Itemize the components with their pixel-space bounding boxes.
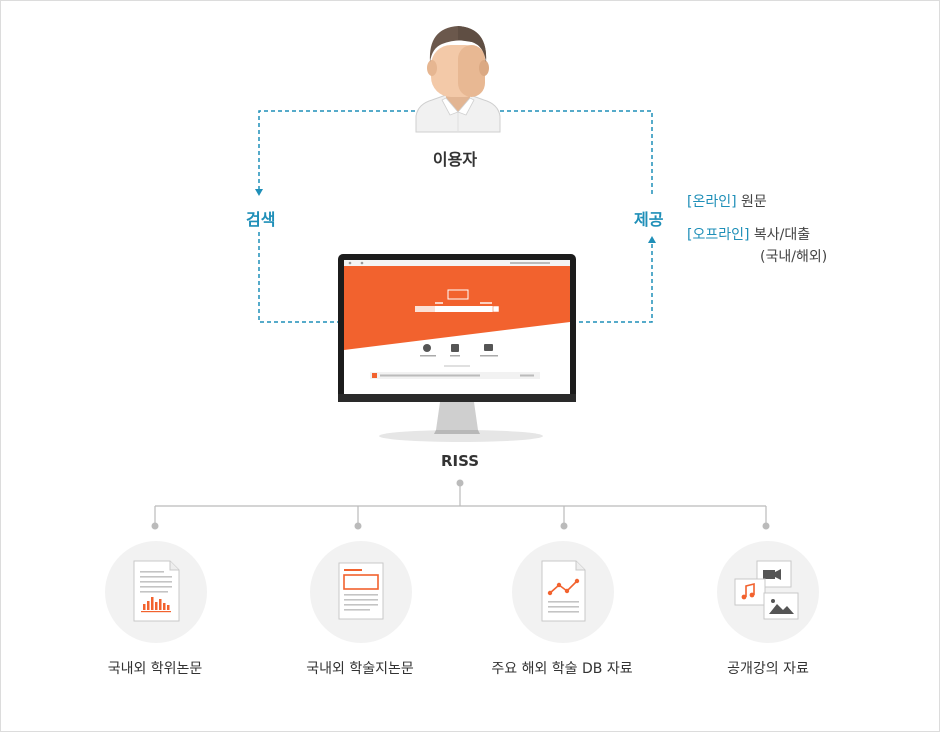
category-label-thesis: 국내외 학위논문 [107,661,203,677]
search-path-lower [258,232,345,323]
online-info: [온라인] 원문 [687,191,767,211]
monitor-icon [338,254,576,442]
user-label: 이용자 [432,150,478,169]
provide-path-lower [572,243,653,323]
offline-tag: [오프라인] [687,227,750,243]
category-circle-1 [105,541,207,643]
offline-text: 복사/대출 [753,227,811,243]
search-arrow [255,189,263,196]
search-label: 검색 [246,210,276,229]
category-circle-3 [512,541,614,643]
online-text: 원문 [741,194,767,210]
offline-info: [오프라인] 복사/대출 [687,224,810,244]
db-line-chart-icon [541,560,586,622]
provide-path [500,110,653,196]
search-path [258,110,415,190]
media-icon [734,560,799,620]
online-tag: [온라인] [687,194,737,210]
riss-label: RISS [440,452,480,470]
category-label-journal: 국내외 학술지논문 [306,661,414,677]
category-label-open-lecture: 공개강의 자료 [727,661,809,677]
provide-arrow [648,236,656,243]
offline-sub: (국내/해외) [760,249,828,265]
category-label-foreign-db: 주요 해외 학술 DB 자료 [491,661,633,677]
journal-icon [338,562,384,620]
user-avatar-icon [415,26,501,133]
provide-label: 제공 [634,210,664,229]
thesis-chart-icon [133,560,180,622]
category-circle-4 [717,541,819,643]
category-circle-2 [310,541,412,643]
